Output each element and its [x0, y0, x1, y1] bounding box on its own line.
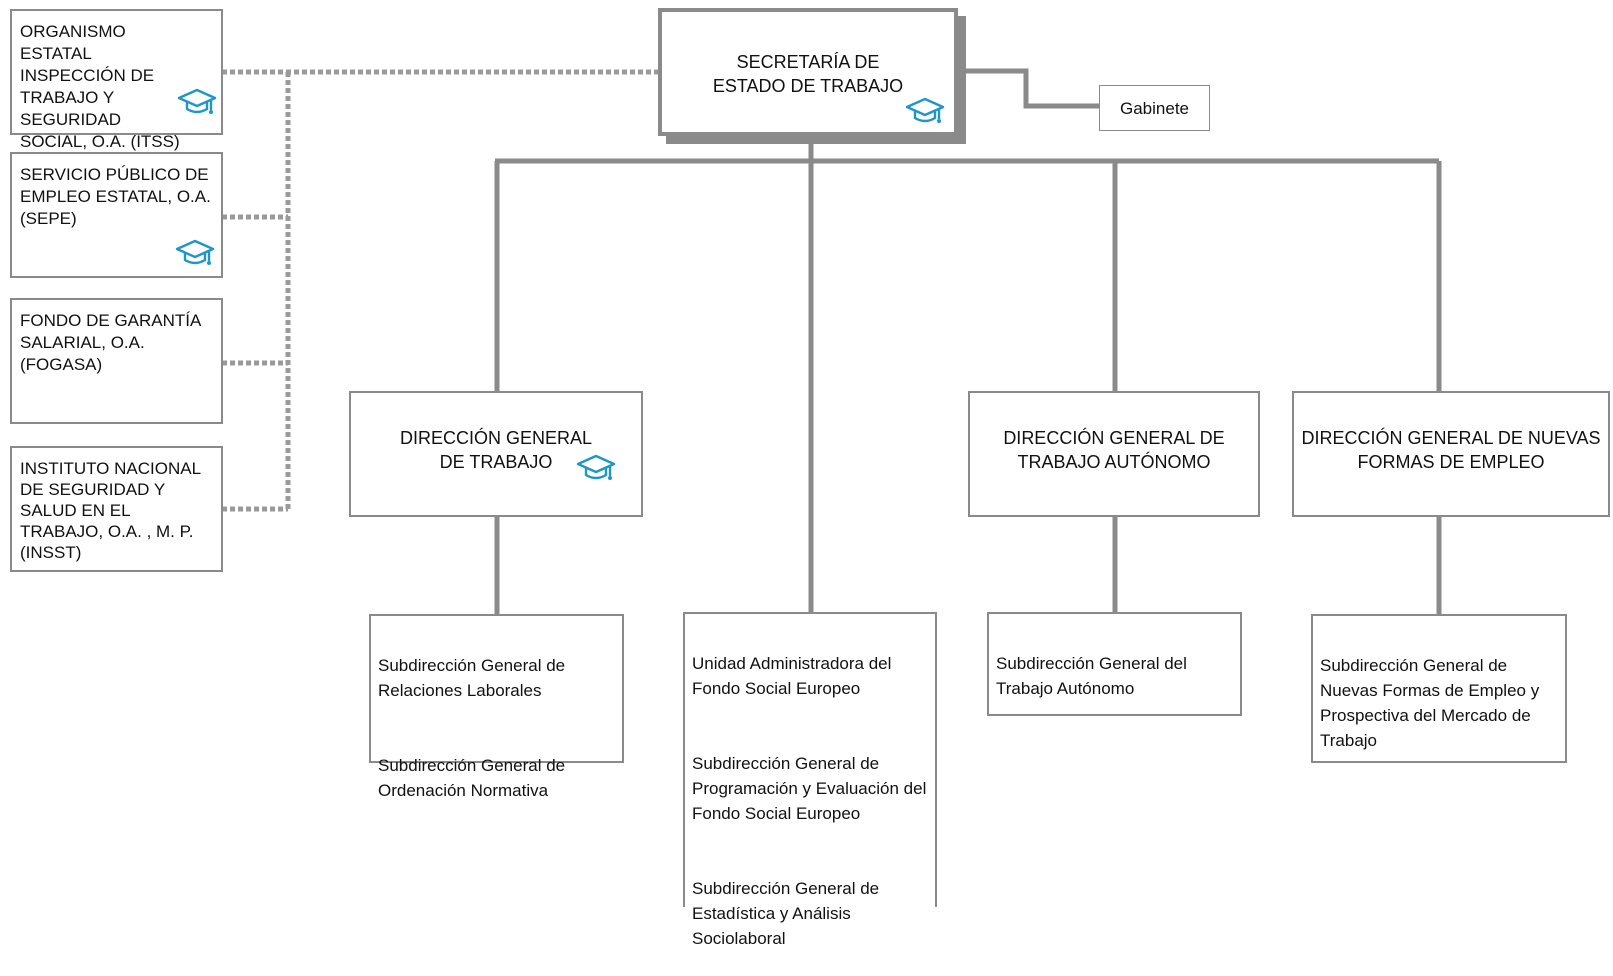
subunits-nuevas-formas-box: Subdirección General de Nuevas Formas de… — [1311, 614, 1567, 763]
subunit-item: Unidad Administradora del Fondo Social E… — [692, 654, 892, 698]
subunit-item: Subdirección General de Estadística y An… — [692, 879, 880, 948]
subunit-item: Subdirección General de Programación y E… — [692, 754, 927, 823]
graduation-cap-icon — [177, 88, 217, 114]
agency-fogasa-label: FONDO DE GARANTÍA SALARIAL, O.A. (FOGASA… — [20, 311, 201, 374]
agency-itss-label: ORGANISMO ESTATAL INSPECCIÓN DE TRABAJO … — [20, 22, 180, 151]
subunits-fse-box: Unidad Administradora del Fondo Social E… — [683, 612, 937, 948]
subunits-trabajo-box: Subdirección General de Relaciones Labor… — [369, 614, 624, 800]
dg-nuevas-formas-empleo-box: DIRECCIÓN GENERAL DE NUEVAS FORMAS DE EM… — [1292, 391, 1610, 517]
subunit-item: Subdirección General del Trabajo Autónom… — [996, 654, 1187, 698]
subunit-item: Subdirección General de Relaciones Labor… — [378, 656, 566, 700]
gabinete-label: Gabinete — [1120, 99, 1189, 118]
agency-insst-label: INSTITUTO NACIONAL DE SEGURIDAD Y SALUD … — [20, 459, 201, 562]
dg-trabajo-autonomo-box: DIRECCIÓN GENERAL DE TRABAJO AUTÓNOMO — [968, 391, 1260, 517]
subunits-nuevas-formas-list: Subdirección General de Nuevas Formas de… — [1320, 628, 1559, 778]
subunits-fse-list: Unidad Administradora del Fondo Social E… — [692, 626, 929, 976]
secretaria-estado-trabajo-box: SECRETARÍA DE ESTADO DE TRABAJO — [658, 8, 958, 136]
subunits-autonomo-box: Subdirección General del Trabajo Autónom… — [987, 612, 1242, 716]
graduation-cap-icon — [175, 239, 215, 265]
subunits-trabajo-list: Subdirección General de Relaciones Labor… — [378, 628, 616, 828]
agency-fogasa-box: FONDO DE GARANTÍA SALARIAL, O.A. (FOGASA… — [10, 298, 223, 424]
subunit-item: Subdirección General de Ordenación Norma… — [378, 756, 566, 800]
subunit-item: Subdirección General de Nuevas Formas de… — [1320, 656, 1540, 750]
subunits-autonomo-list: Subdirección General del Trabajo Autónom… — [996, 626, 1234, 726]
agency-sepe-box: SERVICIO PÚBLICO DE EMPLEO ESTATAL, O.A.… — [10, 152, 223, 278]
dg-trabajo-label: DIRECCIÓN GENERAL DE TRABAJO — [399, 428, 593, 472]
graduation-cap-icon — [905, 97, 945, 123]
secretaria-estado-trabajo-title: SECRETARÍA DE ESTADO DE TRABAJO — [712, 52, 904, 96]
gabinete-box: Gabinete — [1099, 85, 1210, 131]
agency-sepe-label: SERVICIO PÚBLICO DE EMPLEO ESTATAL, O.A.… — [20, 165, 211, 228]
connector-root-gabinete — [966, 68, 1100, 109]
agency-insst-box: INSTITUTO NACIONAL DE SEGURIDAD Y SALUD … — [10, 446, 223, 572]
agency-itss-box: ORGANISMO ESTATAL INSPECCIÓN DE TRABAJO … — [10, 9, 223, 151]
org-chart-connectors — [222, 68, 1442, 614]
graduation-cap-icon — [576, 454, 616, 480]
dg-nuevas-formas-empleo-label: DIRECCIÓN GENERAL DE NUEVAS FORMAS DE EM… — [1301, 428, 1601, 472]
dg-trabajo-box: DIRECCIÓN GENERAL DE TRABAJO — [349, 391, 643, 517]
dg-trabajo-autonomo-label: DIRECCIÓN GENERAL DE TRABAJO AUTÓNOMO — [1003, 428, 1225, 472]
